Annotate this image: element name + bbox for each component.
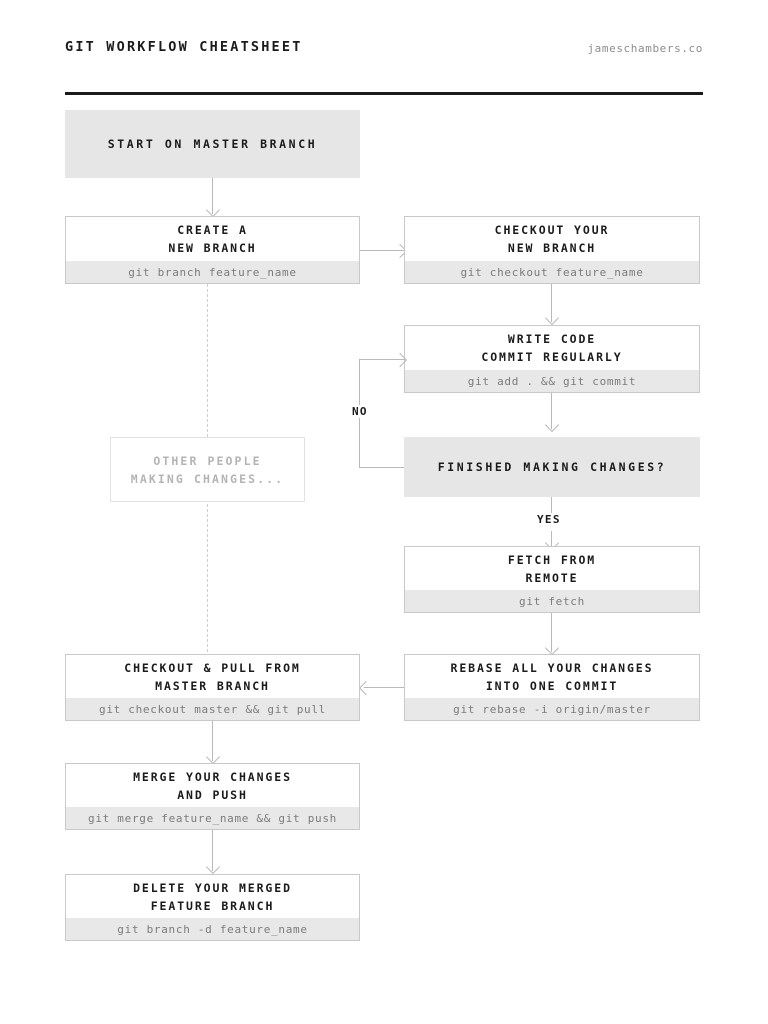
node-start-on-master-branch: START ON MASTER BRANCH [65,110,360,178]
arrowhead-left-icon [358,680,374,696]
node-checkout-pull-master: CHECKOUT & PULL FROM MASTER BRANCH git c… [65,654,360,721]
node-title: WRITE CODE COMMIT REGULARLY [481,332,623,364]
node-title: CHECKOUT YOUR NEW BRANCH [494,223,610,255]
node-delete-merged-branch: DELETE YOUR MERGED FEATURE BRANCH git br… [65,874,360,941]
node-title: FETCH FROM REMOTE [507,552,597,585]
connector-fetch-to-rebase [551,613,552,652]
connector-write-to-finished [551,393,552,429]
node-title: CREATE A NEW BRANCH [168,223,257,255]
node-title: OTHER PEOPLE MAKING CHANGES... [130,453,285,486]
node-title: MERGE YOUR CHANGES AND PUSH [133,769,292,802]
page-title: GIT WORKFLOW CHEATSHEET [65,39,303,55]
node-command: git rebase -i origin/master [405,698,699,720]
site-credit: jameschambers.co [587,42,703,55]
node-command: git checkout master && git pull [66,698,359,720]
node-fetch-from-remote: FETCH FROM REMOTE git fetch [404,546,700,613]
node-command: git fetch [405,590,699,612]
arrowhead-down-icon [205,859,221,875]
arrowhead-down-icon [544,417,560,433]
node-title: FINISHED MAKING CHANGES? [437,460,667,474]
edge-label-no: NO [349,405,371,418]
node-finished-making-changes: FINISHED MAKING CHANGES? [404,437,700,497]
header-divider [65,92,703,95]
node-command: git checkout feature_name [405,261,699,283]
node-command: git branch feature_name [66,261,359,283]
node-command: git branch -d feature_name [66,918,359,940]
node-title: REBASE ALL YOUR CHANGES INTO ONE COMMIT [450,660,654,693]
connector-no-segment-horizontal-bottom [359,467,405,468]
connector-yes-upper [551,497,552,513]
arrowhead-down-icon [205,749,221,765]
node-title: START ON MASTER BRANCH [107,137,318,151]
arrowhead-down-icon [205,202,221,218]
connector-no-segment-horizontal-top [359,359,405,360]
edge-label-yes: YES [534,513,564,526]
node-command: git merge feature_name && git push [66,807,359,829]
node-title: DELETE YOUR MERGED FEATURE BRANCH [133,880,292,913]
arrowhead-down-icon [544,310,560,326]
node-other-people-making-changes: OTHER PEOPLE MAKING CHANGES... [110,437,305,502]
node-command: git add . && git commit [405,370,699,392]
node-rebase-changes: REBASE ALL YOUR CHANGES INTO ONE COMMIT … [404,654,700,721]
connector-merge-to-delete [212,830,213,871]
connector-create-to-checkout [360,250,404,251]
node-checkout-new-branch: CHECKOUT YOUR NEW BRANCH git checkout fe… [404,216,700,284]
node-title: CHECKOUT & PULL FROM MASTER BRANCH [124,660,301,693]
connector-rebase-to-checkout-pull [364,687,404,688]
connector-start-to-create [212,178,213,214]
connector-checkoutpull-to-merge [212,721,213,761]
node-write-code-commit: WRITE CODE COMMIT REGULARLY git add . &&… [404,325,700,393]
arrowhead-down-icon [544,640,560,656]
node-merge-and-push: MERGE YOUR CHANGES AND PUSH git merge fe… [65,763,360,830]
node-create-new-branch: CREATE A NEW BRANCH git branch feature_n… [65,216,360,284]
connector-checkout-to-write [551,284,552,322]
connector-yes-lower [551,531,552,547]
